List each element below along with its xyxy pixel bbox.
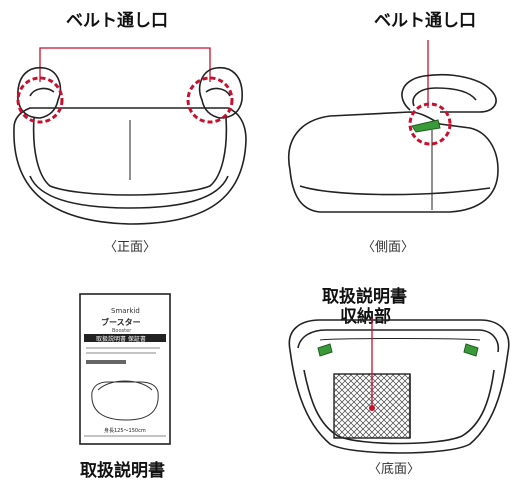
front-view-caption: 〈正面〉 [104, 240, 157, 255]
front-left-belt-slot-highlight [16, 76, 64, 124]
belt-slot-label-side: ベルト通し口 [374, 11, 476, 31]
bottom-view-seat [288, 319, 510, 454]
front-view-seat [13, 47, 247, 225]
bottom-view-caption: 〈底面〉 [368, 462, 421, 477]
manual-storage-label-line1: 取扱説明書 [322, 287, 407, 307]
manual-booklet [79, 293, 171, 445]
front-right-belt-slot-highlight [186, 76, 234, 124]
front-base-outline [13, 107, 247, 225]
manual-banner: 取扱説明書 保証書 [96, 335, 146, 343]
storage-pointer-dot [369, 405, 375, 411]
manual-caption: 取扱説明書 [80, 461, 165, 481]
belt-slot-label-front: ベルト通し口 [66, 11, 168, 31]
side-belt-slot-accent [411, 119, 441, 133]
manual-footer: 身長125～150cm [104, 427, 146, 434]
manual-storage-label-line2: 収納部 [340, 307, 391, 327]
bottom-right-belt-accent [463, 343, 479, 357]
manual-logo: Smarkid [111, 307, 140, 315]
side-belt-slot-highlight [408, 102, 452, 146]
manual-title: ブースター [101, 317, 141, 327]
bottom-left-belt-accent [317, 343, 333, 357]
manual-subtitle: Booster [112, 328, 132, 334]
side-view-caption: 〈側面〉 [362, 240, 415, 255]
side-view-seat [288, 40, 499, 213]
front-bracket-line [39, 47, 211, 82]
